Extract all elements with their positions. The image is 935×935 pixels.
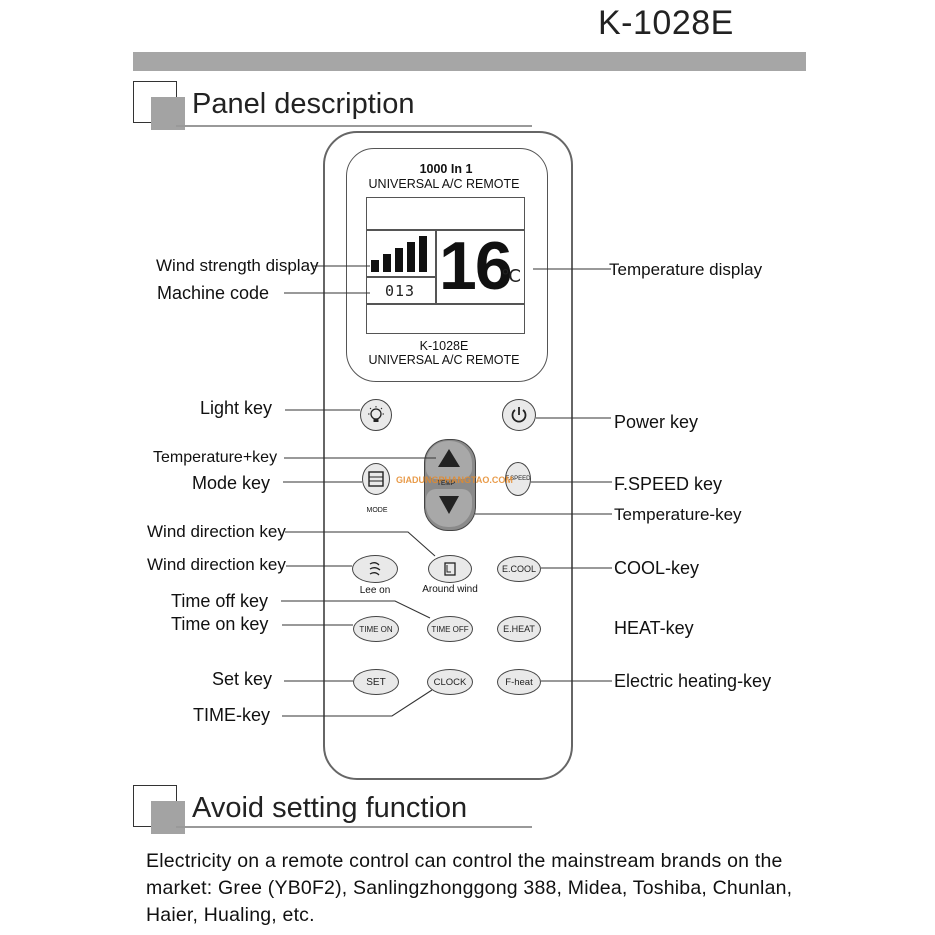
callout-set-key: Set key — [212, 669, 273, 689]
callout-cool-key: COOL-key — [614, 558, 700, 578]
callout-temp-minus: Temperature-key — [614, 505, 742, 524]
fheat-button[interactable]: F-heat — [497, 669, 541, 695]
power-button[interactable] — [502, 399, 536, 431]
callout-heat-key: HEAT-key — [614, 618, 694, 638]
callout-machine-code: Machine code — [157, 283, 270, 303]
panel-description-title: Panel description — [192, 88, 415, 120]
callout-mode-key: Mode key — [192, 473, 271, 493]
section-square-icon — [133, 785, 185, 835]
section-underline — [176, 125, 532, 127]
around-wind-icon — [444, 562, 456, 576]
remote-header-line1: 1000 In 1 — [419, 162, 473, 176]
callout-electric-heating: Electric heating-key — [614, 671, 772, 691]
model-title: K-1028E — [598, 4, 734, 42]
watermark: GIADUNGPHANGTAO.COM — [396, 475, 513, 485]
callout-time-key: TIME-key — [193, 705, 271, 725]
around-wind-label: Around wind — [422, 584, 478, 595]
mode-button[interactable] — [362, 463, 390, 495]
callout-power-key: Power key — [614, 412, 699, 432]
set-button[interactable]: SET — [353, 669, 399, 695]
remote-footer-line1: K-1028E — [419, 339, 469, 353]
section-underline — [176, 826, 532, 828]
callout-temp-plus: Temperature+key — [153, 449, 278, 466]
fspeed-button[interactable]: F.SPEED — [505, 462, 531, 496]
machine-code-readout: 013 — [385, 282, 416, 300]
mode-icon — [368, 471, 384, 487]
callout-time-on: Time on key — [171, 614, 269, 634]
callout-wind-direction-2: Wind direction key — [147, 555, 286, 574]
lee-on-button[interactable] — [352, 555, 398, 583]
callout-light-key: Light key — [200, 398, 273, 418]
remote-footer-line2: UNIVERSAL A/C REMOTE — [368, 353, 520, 367]
temp-label: TEMP — [437, 480, 456, 487]
mode-label: MODE — [366, 507, 388, 514]
ecool-button[interactable]: E.COOL — [497, 556, 541, 582]
header-bar — [133, 52, 806, 71]
avoid-setting-title: Avoid setting function — [192, 792, 468, 824]
triangle-up-icon — [438, 449, 460, 467]
time-off-button[interactable]: TIME OFF — [427, 616, 473, 642]
clock-button[interactable]: CLOCK — [427, 669, 473, 695]
time-on-button[interactable]: TIME ON — [353, 616, 399, 642]
swing-icon — [369, 562, 381, 576]
temp-down-button[interactable] — [426, 489, 472, 527]
power-icon — [511, 407, 527, 423]
temperature-unit: ℃ — [501, 266, 522, 286]
around-wind-button[interactable] — [428, 555, 472, 583]
callout-wind-direction-1: Wind direction key — [147, 522, 286, 541]
section-square-icon — [133, 81, 185, 131]
callout-fspeed-key: F.SPEED key — [614, 474, 723, 494]
callout-time-off: Time off key — [171, 591, 269, 611]
callout-wind-strength: Wind strength display — [156, 256, 319, 275]
heat-button[interactable]: E.HEAT — [497, 616, 541, 642]
remote-header-line2: UNIVERSAL A/C REMOTE — [368, 177, 520, 191]
callout-temperature-display: Temperature display — [609, 260, 763, 279]
compatibility-note: Electricity on a remote control can cont… — [146, 850, 793, 926]
wind-strength-bars — [371, 234, 433, 272]
lcd-screen: 013 16 ℃ — [366, 197, 525, 334]
triangle-down-icon — [439, 496, 459, 514]
temp-up-button[interactable] — [426, 441, 472, 479]
temperature-readout: 16 — [439, 228, 513, 304]
light-button[interactable] — [360, 399, 392, 431]
bulb-icon — [368, 406, 384, 422]
lee-on-label: Lee on — [359, 585, 391, 596]
